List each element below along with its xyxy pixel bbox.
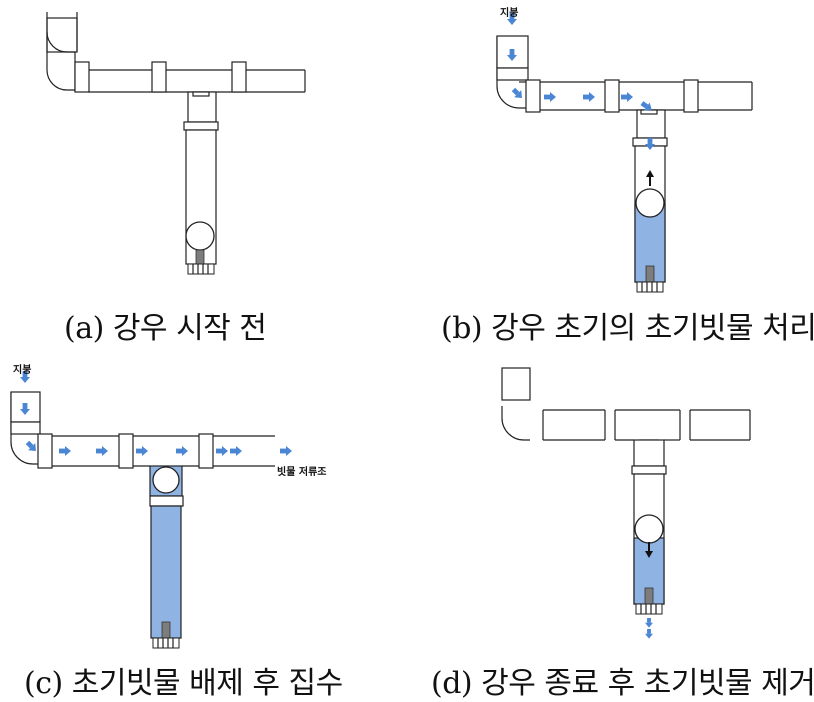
panel-c xyxy=(10,371,292,649)
right-arrow-icon xyxy=(59,446,71,456)
first-flush-chamber-b xyxy=(632,109,668,293)
right-arrow-icon xyxy=(280,446,292,456)
stored-water xyxy=(150,505,182,639)
gutter-a xyxy=(74,52,306,93)
caption-d: (d) 강우 종료 후 초기빗물 제거 xyxy=(431,666,814,701)
downpipe-d xyxy=(501,367,531,441)
diagonal-arrow-icon xyxy=(509,85,526,102)
caption-a: (a) 강우 시작 전 xyxy=(64,311,267,346)
drain-grate-icon xyxy=(635,603,663,615)
float-ball-icon xyxy=(185,221,215,251)
flow-arrows-b xyxy=(507,13,655,186)
right-arrow-icon xyxy=(621,92,633,102)
float-ball-icon xyxy=(152,466,180,494)
roof-label-c: 지붕 xyxy=(13,365,32,376)
gutter-c xyxy=(37,433,275,469)
right-arrow-icon xyxy=(216,446,228,456)
black-down-arrow-icon xyxy=(645,542,653,558)
float-ball-icon xyxy=(635,188,665,218)
right-arrow-icon xyxy=(176,446,188,456)
down-arrow-icon xyxy=(645,618,653,628)
right-arrow-icon xyxy=(544,92,556,102)
first-flush-chamber-d xyxy=(631,439,667,615)
right-arrow-icon xyxy=(96,446,108,456)
caption-c: (c) 초기빗물 배제 후 집수 xyxy=(24,666,343,701)
first-flush-chamber-c xyxy=(149,465,184,649)
gutter-d-broken xyxy=(542,409,751,441)
float-ball-icon xyxy=(634,514,664,544)
panel-d xyxy=(501,367,751,639)
right-arrow-icon xyxy=(230,446,242,456)
down-arrow-icon xyxy=(645,629,653,639)
downpipe-b xyxy=(496,35,529,109)
gutter-b xyxy=(525,79,753,113)
outlet-label-c: 빗물 저류조 xyxy=(277,467,327,478)
panel-b xyxy=(496,13,753,293)
panel-a xyxy=(46,12,306,275)
roof-label-b: 지붕 xyxy=(500,8,519,19)
right-arrow-icon xyxy=(136,446,148,456)
downpipe-a xyxy=(46,12,78,91)
diagonal-arrow-icon xyxy=(23,438,40,455)
drain-grate-icon xyxy=(636,281,664,293)
downpipe-c xyxy=(10,391,41,465)
drain-grate-icon xyxy=(152,637,180,649)
flow-arrows-c xyxy=(20,371,292,456)
caption-b: (b) 강우 초기의 초기빗물 처리 xyxy=(441,311,814,346)
black-up-arrow-icon xyxy=(646,170,654,186)
first-flush-chamber-a xyxy=(183,91,219,275)
flow-arrows-d xyxy=(645,542,653,639)
drain-grate-icon xyxy=(187,263,215,275)
right-arrow-icon xyxy=(583,92,595,102)
